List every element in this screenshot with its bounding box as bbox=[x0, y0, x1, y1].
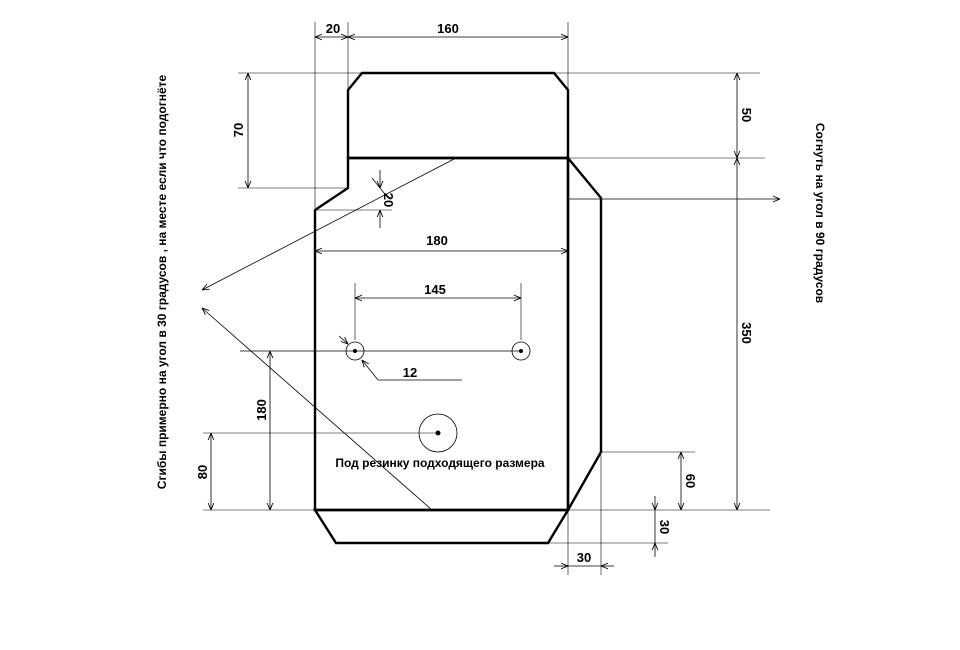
dim-top: 20 160 bbox=[314, 21, 569, 208]
dim-bottom-width-label: 30 bbox=[577, 550, 591, 565]
holes bbox=[345, 341, 531, 453]
top-flap bbox=[346, 71, 570, 160]
dim-hole-spacing-label: 145 bbox=[424, 282, 446, 297]
elastic-label: Под резинку подходящего размера bbox=[335, 456, 545, 470]
dim-right-lower: 60 30 30 bbox=[548, 451, 698, 575]
dim-body-width-label: 180 bbox=[426, 233, 448, 248]
bend-left-label: Сгибы примерно на угол в 30 градусов , н… bbox=[155, 74, 169, 489]
bottom-flap bbox=[312, 508, 571, 545]
bend-right-label: Согнуть на угол в 90 градусов bbox=[813, 123, 827, 303]
dim-step: 20 bbox=[315, 170, 396, 228]
dim-left-heights: 180 80 bbox=[195, 351, 438, 511]
dim-top-offset-label: 20 bbox=[326, 21, 340, 36]
dim-body-height-label: 350 bbox=[739, 322, 754, 344]
dim-flap-right-label: 50 bbox=[739, 108, 754, 122]
dim-step-label: 20 bbox=[381, 193, 396, 207]
dim-right: 50 350 bbox=[554, 72, 770, 511]
dim-holes-height-label: 180 bbox=[254, 399, 269, 421]
bend-left-note: Сгибы примерно на угол в 30 градусов , н… bbox=[155, 74, 457, 511]
dim-body-width: 180 bbox=[315, 233, 568, 251]
right-side-flap bbox=[566, 154, 603, 515]
bend-right-note: Согнуть на угол в 90 градусов bbox=[568, 123, 827, 303]
dim-hole-spacing: 145 bbox=[240, 282, 522, 352]
dim-flap-left-label: 70 bbox=[231, 123, 246, 137]
dim-side-lower-label: 60 bbox=[683, 474, 698, 488]
dim-bottom-depth-label: 30 bbox=[657, 520, 672, 534]
dim-hole-diameter: 12 bbox=[338, 335, 462, 381]
dim-top-width-label: 160 bbox=[437, 21, 459, 36]
dim-flap-left: 70 bbox=[231, 72, 362, 189]
part-outline bbox=[312, 71, 603, 545]
dim-hole-diameter-label: 12 bbox=[403, 365, 417, 380]
dim-center-hole-height-label: 80 bbox=[195, 465, 210, 479]
